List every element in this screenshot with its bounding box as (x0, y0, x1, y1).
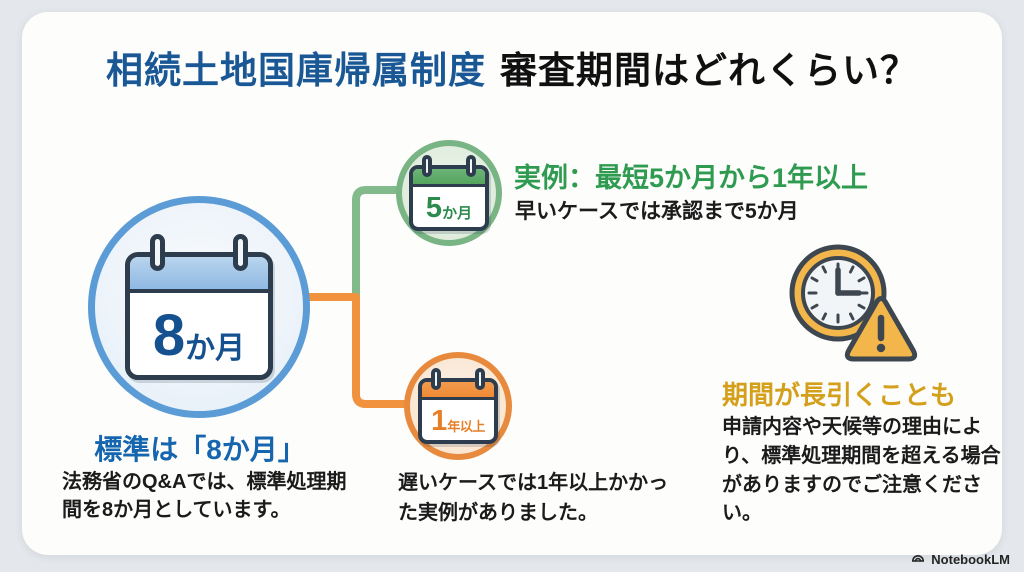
calendar-unit: か月 (442, 205, 473, 222)
calendar-value: 5 (425, 192, 443, 224)
calendar-8-months-icon: 8 か月 (125, 234, 273, 380)
title-subject: 審査期間はどれくらい？ (500, 50, 918, 91)
calendar-value: 1 (431, 405, 448, 437)
title-highlight: 相続土地国庫帰属制度 (106, 50, 486, 91)
calendar-ring-icon (431, 368, 441, 390)
slow-case-body: 遅いケースでは1年以上かかった実例がありました。 (398, 472, 669, 524)
page-title: 相続土地国庫帰属制度審査期間はどれくらい？ (0, 40, 1024, 94)
calendar-label: 8 か月 (130, 293, 268, 371)
slow-case-circle: 1 年以上 (404, 352, 512, 460)
calendar-5-months-icon: 5 か月 (409, 155, 489, 231)
calendar-body: 8 か月 (125, 252, 273, 380)
caution-body: 申請内容や天候等の理由により、標準処理期間を超える場合がありますのでご注意くださ… (722, 416, 1001, 525)
calendar-unit: か月 (185, 332, 246, 365)
calendar-body: 5 か月 (409, 165, 489, 231)
calendar-ring-icon (233, 234, 248, 271)
calendar-body: 1 年以上 (418, 378, 498, 444)
calendar-ring-icon (422, 155, 432, 177)
notebooklm-logo-icon (912, 555, 925, 562)
standard-body: 法務省のQ&Aでは、標準処理期間を8か月としています。 (62, 471, 347, 522)
calendar-ring-icon (466, 155, 476, 177)
calendar-label: 1 年以上 (422, 400, 494, 438)
fast-case-body: 早いケースでは承認まで5か月 (515, 200, 799, 223)
calendar-label: 5 か月 (413, 187, 485, 225)
fast-case-circle: 5 か月 (396, 140, 502, 246)
calendar-1-year-icon: 1 年以上 (418, 368, 498, 444)
calendar-unit: 年以上 (447, 419, 485, 434)
notebooklm-watermark: NotebookLM (910, 549, 1010, 569)
standard-period-circle: 8 か月 (88, 196, 310, 418)
calendar-value: 8 (152, 303, 186, 368)
fast-case-heading: 実例：最短5か月から1年以上 (514, 163, 869, 193)
caution-heading: 期間が長引くことも (722, 380, 957, 410)
brand-name: NotebookLM (931, 551, 1010, 567)
calendar-ring-icon (475, 368, 485, 390)
calendar-ring-icon (150, 234, 165, 271)
standard-heading: 標準は「8か月」 (94, 434, 306, 465)
